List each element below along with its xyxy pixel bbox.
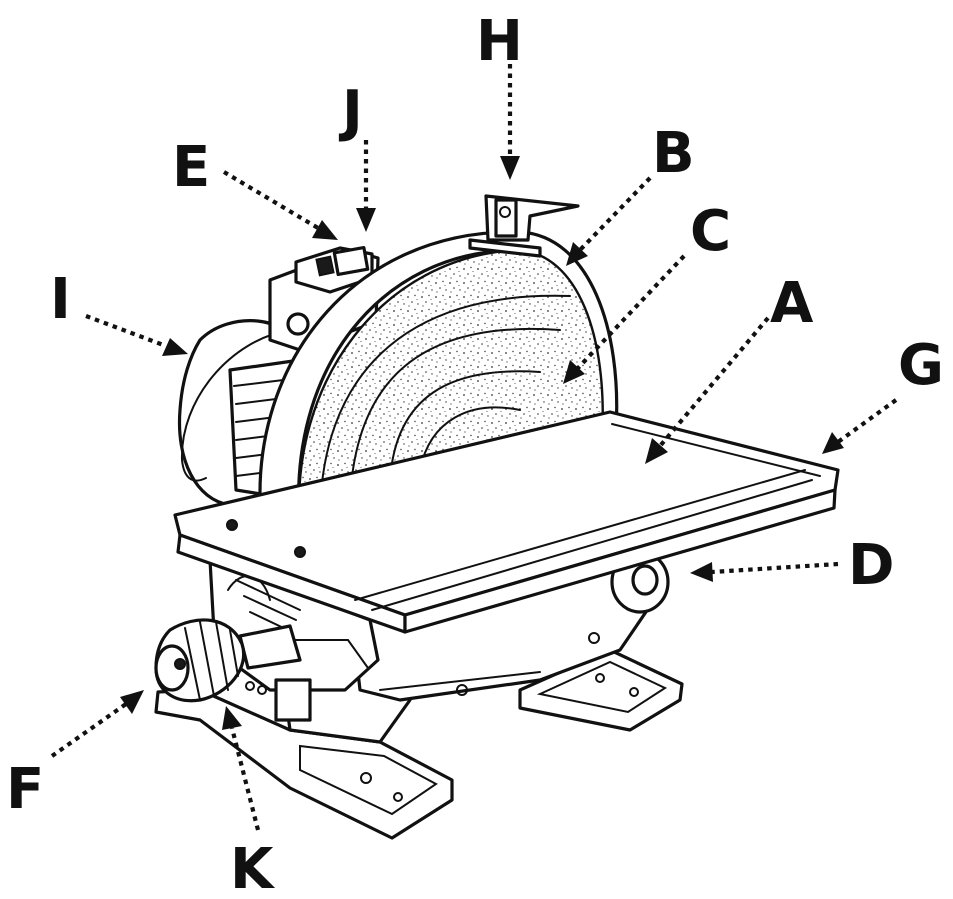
leader-i (85, 314, 167, 348)
arrow-g (822, 432, 844, 454)
callout-label-k: K (230, 837, 276, 899)
callout-labels: A B C D E F G H I J K (6, 9, 944, 899)
callout-label-g: G (898, 333, 944, 398)
leader-b (578, 176, 652, 252)
arrow-k (222, 706, 242, 730)
disc-cover-handle (468, 194, 580, 258)
arrow-b (566, 242, 588, 266)
callout-label-i: I (50, 267, 71, 332)
arrow-f (120, 690, 144, 714)
callout-label-a: A (770, 271, 814, 336)
leader-a (658, 316, 770, 448)
work-table (173, 410, 840, 634)
callout-label-j: J (338, 79, 363, 144)
callout-label-b: B (652, 121, 695, 186)
arrow-j (356, 208, 376, 232)
callout-label-e: E (172, 135, 210, 200)
leader-g (836, 398, 898, 444)
callout-label-d: D (848, 533, 894, 598)
callout-label-h: H (476, 9, 523, 74)
arrow-a (645, 438, 668, 464)
arrow-d (690, 562, 713, 582)
leader-d (711, 561, 839, 575)
callout-label-c: C (690, 199, 731, 264)
callout-label-f: F (6, 757, 44, 822)
rear-base-foot (518, 648, 684, 732)
disc-sander-illustration (154, 194, 840, 840)
leader-k (229, 727, 261, 831)
leader-f (50, 702, 128, 758)
arrow-h (500, 156, 520, 180)
leader-c (576, 254, 686, 370)
tilt-lock-knob (154, 618, 302, 703)
leader-e (222, 170, 320, 230)
arrow-i (162, 338, 188, 356)
arrow-e (312, 220, 338, 240)
arrow-c (563, 360, 585, 384)
callout-leaders (50, 64, 898, 831)
